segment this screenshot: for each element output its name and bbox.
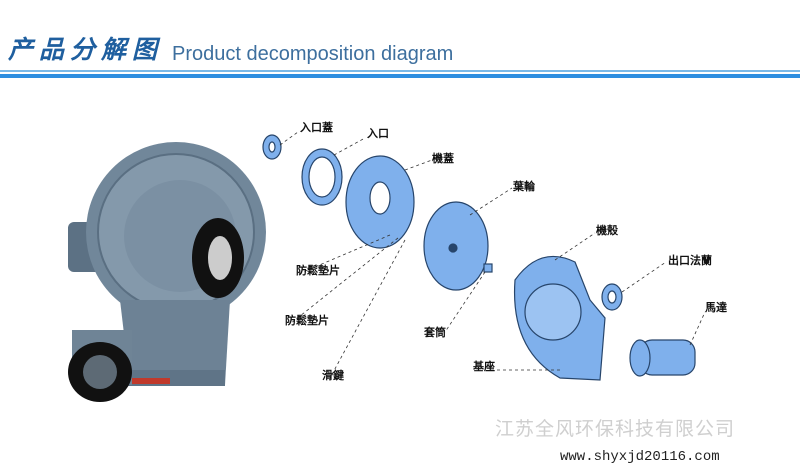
- header-divider-thin: [0, 70, 800, 72]
- page-title-en: Product decomposition diagram: [172, 43, 454, 65]
- exploded-parts: [262, 134, 696, 381]
- label-motor: 馬達: [705, 301, 727, 314]
- company-name: 江苏全风环保科技有限公司: [495, 418, 736, 440]
- label-sleeve: 套筒: [424, 326, 446, 339]
- label-outlet-flange: 出口法蘭: [668, 254, 712, 267]
- label-machine-cover: 機蓋: [432, 152, 454, 165]
- label-lock-washer-2: 防鬆墊片: [285, 314, 329, 327]
- page-title-cn: 产品分解图: [8, 35, 164, 64]
- label-lock-washer-1: 防鬆墊片: [296, 264, 340, 277]
- label-sliding-key: 滑鍵: [322, 369, 344, 382]
- leader-lines: [279, 131, 706, 379]
- header-divider-thick: [0, 74, 800, 78]
- label-base: 基座: [473, 360, 495, 373]
- label-inlet-cover: 入口蓋: [300, 121, 333, 134]
- company-url: www.shyxjd20116.com: [560, 449, 720, 465]
- assembled-blower-image: [68, 142, 266, 402]
- label-casing: 機殼: [596, 224, 618, 237]
- label-inlet: 入口: [367, 127, 389, 140]
- label-impeller: 葉輪: [513, 180, 535, 193]
